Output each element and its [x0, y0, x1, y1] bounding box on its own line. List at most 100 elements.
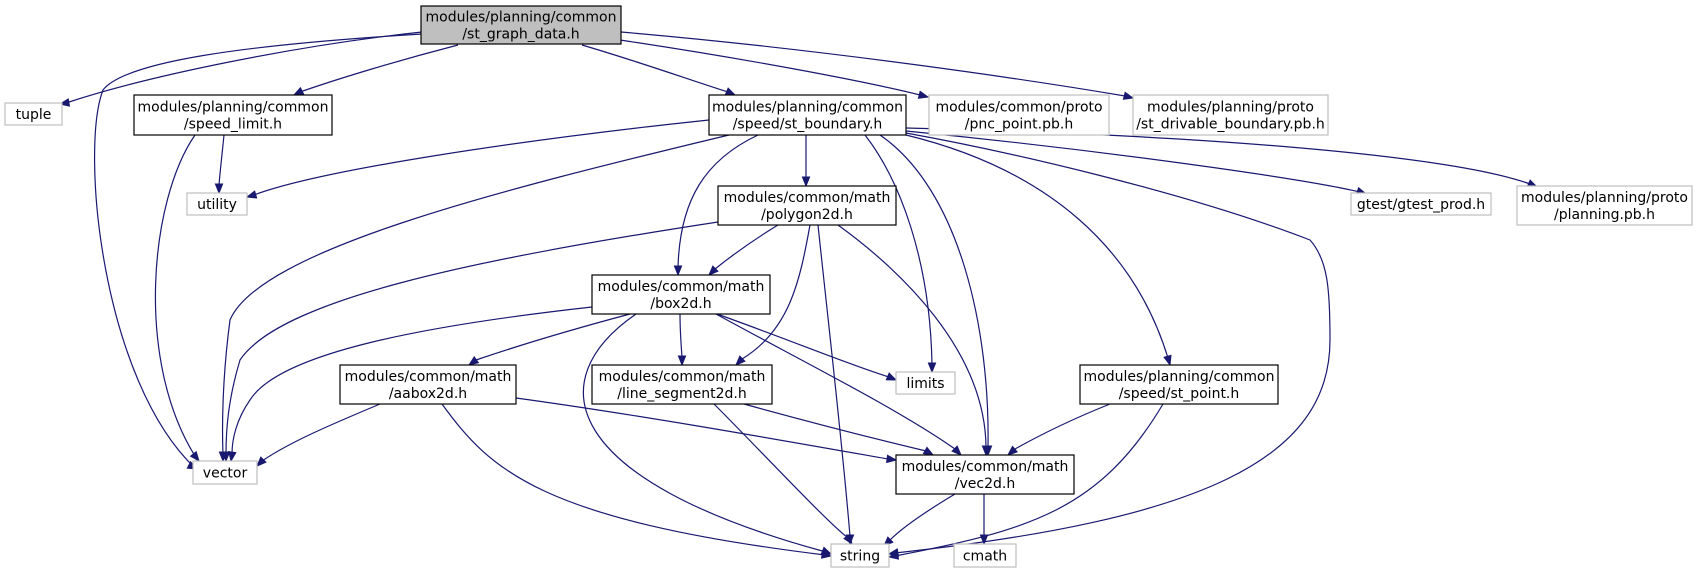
edge-arrowhead — [887, 551, 900, 560]
node-vec2d[interactable]: modules/common/math/vec2d.h — [895, 454, 1075, 495]
node-box — [953, 543, 1017, 568]
edge-arrowhead — [922, 446, 935, 456]
node-box — [420, 5, 622, 45]
edge-polygon2d-to-string — [817, 224, 855, 546]
edge-line — [441, 403, 826, 556]
node-label: /speed/st_boundary.h — [733, 117, 883, 133]
edge-line — [93, 33, 423, 469]
node-box — [4, 102, 63, 126]
edge-arrowhead — [467, 355, 480, 366]
node-label: /speed/st_point.h — [1119, 386, 1240, 402]
edge-arrowhead — [292, 86, 305, 96]
edge-arrowhead — [820, 550, 833, 559]
edge-line — [889, 493, 956, 541]
edge-line — [817, 224, 851, 537]
node-line-segment2d[interactable]: modules/common/math/line_segment2d.h — [591, 364, 773, 405]
edge-line — [677, 134, 759, 268]
nodes-layer: modules/planning/common/st_graph_data.ht… — [4, 5, 1693, 568]
node-box — [895, 371, 956, 395]
node-label: /pnc_point.pb.h — [965, 117, 1073, 133]
edge-polygon2d-to-vector — [221, 221, 719, 463]
node-label: /aabox2d.h — [389, 386, 467, 402]
node-label: /speed_limit.h — [184, 117, 282, 133]
node-label: /vec2d.h — [955, 476, 1015, 492]
edge-line — [679, 313, 683, 358]
edge-arrowhead — [221, 451, 231, 463]
node-speed-limit[interactable]: modules/planning/common/speed_limit.h — [133, 94, 333, 136]
edge-arrowhead — [735, 355, 746, 366]
edge-line — [619, 39, 921, 96]
node-label: /st_graph_data.h — [462, 27, 579, 43]
node-label: gtest/gtest_prod.h — [1357, 197, 1485, 213]
edge-st_boundary-to-vec2d — [879, 134, 993, 457]
edge-line — [741, 224, 811, 360]
edge-st_graph_data-to-pnc_point — [619, 39, 930, 99]
node-box — [591, 274, 771, 315]
edge-arrowhead — [228, 450, 237, 463]
edge-arrowhead — [981, 445, 991, 457]
node-cmath: cmath — [953, 543, 1017, 568]
edge-line_segment2d-to-vec2d — [743, 403, 935, 456]
node-label: modules/planning/common — [138, 100, 329, 116]
edge-speed_limit-to-utility — [214, 134, 225, 195]
node-label: /line_segment2d.h — [617, 386, 747, 402]
node-tuple: tuple — [4, 102, 63, 126]
node-st-boundary[interactable]: modules/planning/common/speed/st_boundar… — [708, 94, 907, 136]
edge-arrowhead — [677, 355, 687, 367]
edge-st_boundary-to-limits — [864, 134, 937, 374]
node-label: /st_drivable_boundary.pb.h — [1136, 117, 1325, 133]
node-box — [717, 185, 897, 226]
edge-box2d-to-line_segment2d — [677, 313, 687, 367]
edge-st_boundary-to-planning_pb — [905, 127, 1539, 188]
edge-line — [894, 403, 1164, 557]
edge-st_point-to-string — [887, 403, 1164, 560]
edge-line — [714, 224, 779, 270]
edge-st_graph_data-to-st_drivable_boundary — [620, 31, 1135, 100]
edge-line — [65, 31, 423, 104]
node-pnc-point: modules/common/proto/pnc_point.pb.h — [928, 94, 1110, 136]
edge-line — [253, 119, 710, 196]
edge-line — [743, 403, 927, 452]
edge-arrowhead — [673, 265, 683, 277]
node-aabox2d[interactable]: modules/common/math/aabox2d.h — [339, 364, 517, 405]
edge-arrowhead — [979, 534, 989, 546]
node-label: utility — [197, 197, 237, 213]
edge-line — [894, 132, 1331, 554]
node-box — [192, 460, 258, 485]
edge-line — [905, 130, 1361, 193]
node-label: modules/planning/common — [1084, 369, 1275, 385]
edge-arrowhead — [801, 176, 811, 188]
node-polygon2d[interactable]: modules/common/math/polygon2d.h — [717, 185, 897, 226]
edge-arrowhead — [951, 445, 962, 456]
node-label: modules/common/math — [599, 369, 766, 385]
node-label: /box2d.h — [650, 296, 711, 312]
edge-line — [716, 313, 890, 378]
edge-st_boundary-to-box2d — [673, 134, 759, 277]
edge-line — [905, 134, 1169, 359]
edge-arrowhead — [1006, 445, 1019, 456]
edge-line — [1014, 403, 1111, 450]
edge-arrowhead — [724, 87, 737, 96]
edge-arrowhead — [1163, 354, 1172, 367]
node-label: modules/planning/common — [712, 100, 903, 116]
edge-st_boundary-to-polygon2d — [801, 135, 811, 188]
node-box — [708, 94, 907, 136]
edge-speed_limit-to-vector — [154, 134, 200, 463]
node-vector: vector — [192, 460, 258, 485]
edge-line — [221, 134, 730, 455]
node-box2d[interactable]: modules/common/math/box2d.h — [591, 274, 771, 315]
node-st-point[interactable]: modules/planning/common/speed/st_point.h — [1079, 364, 1279, 405]
edge-arrowhead — [708, 265, 719, 276]
edge-arrowhead — [886, 454, 898, 464]
edge-st_graph_data-to-speed_limit — [292, 44, 459, 96]
edges-layer — [58, 31, 1539, 560]
node-label: cmath — [963, 549, 1007, 565]
node-label: modules/planning/proto — [1147, 100, 1314, 116]
node-box — [1132, 94, 1329, 136]
node-utility: utility — [186, 192, 248, 216]
edge-line — [515, 397, 889, 460]
node-box — [1079, 364, 1279, 405]
node-label: modules/common/math — [598, 279, 765, 295]
edge-arrowhead — [214, 183, 224, 195]
node-st-graph-data[interactable]: modules/planning/common/st_graph_data.h — [420, 5, 622, 45]
